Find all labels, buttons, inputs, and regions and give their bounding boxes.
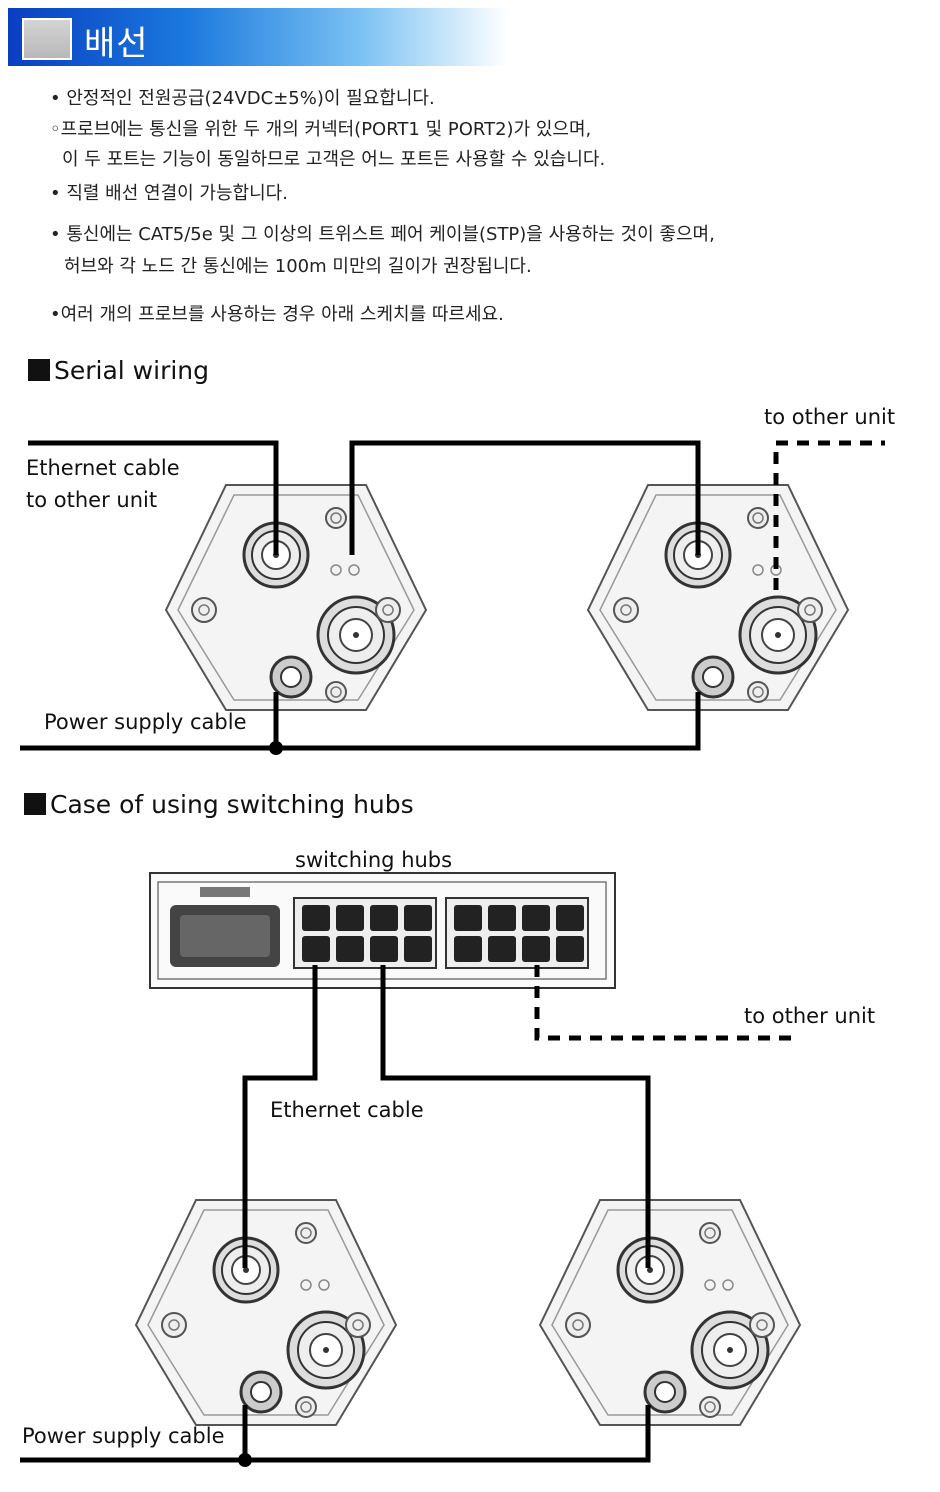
serial-ethernet-label-1: Ethernet cable — [26, 456, 180, 480]
serial-ethernet-label-2: to other unit — [26, 488, 158, 512]
note-power: • 안정적인 전원공급(24VDC±5%)이 필요합니다. — [50, 88, 435, 109]
probe-left-hub — [134, 1198, 398, 1427]
note-cable: • 통신에는 CAT5/5e 및 그 이상의 트위스트 페어 케이블(STP)을… — [50, 224, 715, 245]
probe-right-serial — [586, 483, 850, 712]
serial-to-other-unit-dashed — [773, 440, 885, 590]
serial-wiring-title: Serial wiring — [28, 356, 209, 385]
hub-ethernet-label: Ethernet cable — [270, 1098, 424, 1122]
serial-cables — [20, 440, 701, 751]
switching-hubs-label: switching hubs — [295, 848, 453, 872]
hubs-title-text: Case of using switching hubs — [50, 790, 414, 819]
serial-power-label: Power supply cable — [44, 710, 247, 734]
note-multi: •여러 개의 프로브를 사용하는 경우 아래 스케치를 따르세요. — [50, 304, 504, 325]
square-bullet-icon — [28, 359, 50, 381]
page-title: 배선 — [84, 24, 149, 64]
serial-to-other-unit-label: to other unit — [764, 405, 896, 429]
probe-left-serial — [164, 483, 428, 712]
note-ports: ◦프로브에는 통신을 위한 두 개의 커넥터(PORT1 및 PORT2)가 있… — [50, 119, 592, 140]
square-bullet-icon — [24, 793, 46, 815]
probe-right-hub — [538, 1198, 802, 1427]
serial-wiring-title-text: Serial wiring — [54, 356, 210, 385]
hub-to-other-unit-dashed — [534, 965, 798, 1041]
hub-to-other-unit-label: to other unit — [744, 1004, 876, 1028]
hubs-title: Case of using switching hubs — [24, 790, 414, 819]
header-square-icon — [22, 18, 72, 60]
hub-cables — [20, 965, 651, 1463]
note-serial: • 직렬 배선 연결이 가능합니다. — [50, 183, 288, 204]
note-cable-cont: 허브와 각 노드 간 통신에는 100m 미만의 길이가 권장됩니다. — [64, 256, 532, 277]
section-header-bar: 배선 — [8, 8, 508, 66]
note-ports-cont: 이 두 포트는 기능이 동일하므로 고객은 어느 포트든 사용할 수 있습니다. — [62, 149, 606, 170]
hub-power-label: Power supply cable — [22, 1424, 225, 1448]
power-junction-dot — [269, 741, 283, 755]
power-junction-dot — [238, 1453, 252, 1467]
